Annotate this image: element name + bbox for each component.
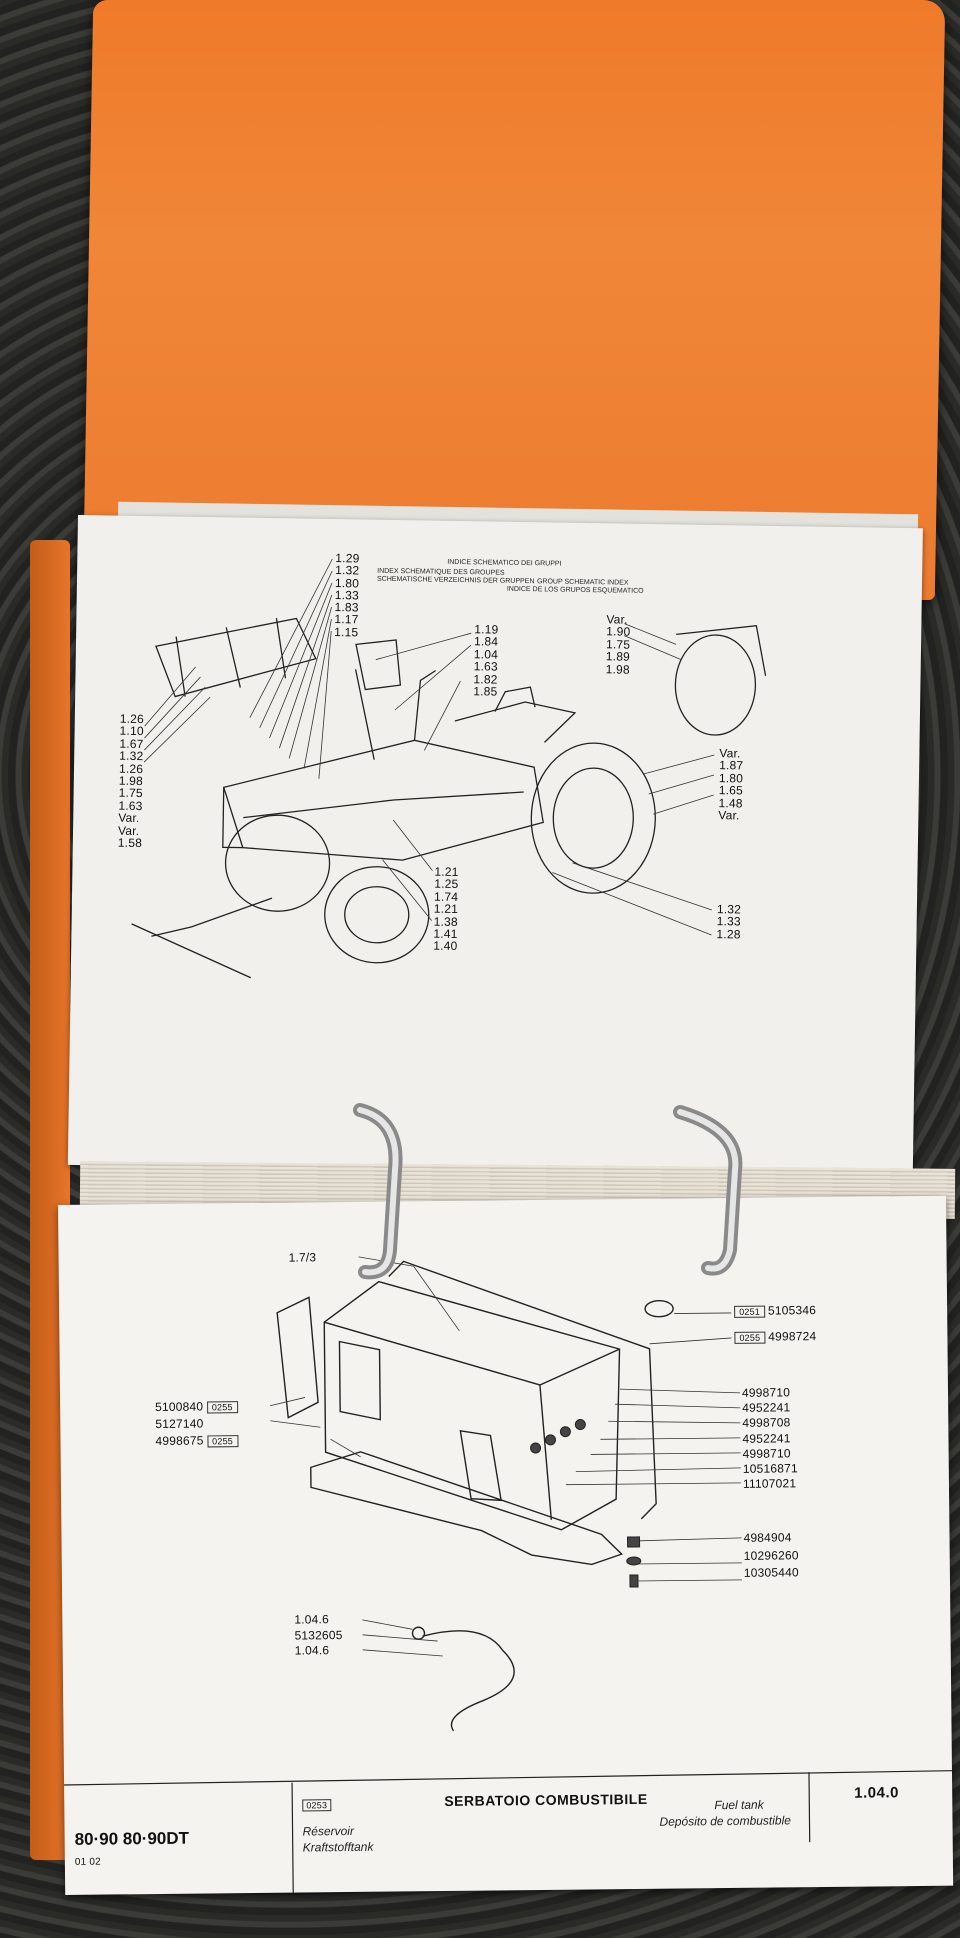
title-es: Depósito de combustible [659, 1813, 791, 1829]
model-numbers: 80·90 80·90DT [74, 1828, 190, 1849]
section-code: 0253 [302, 1799, 332, 1812]
part-4998675: 4998675 0255 [155, 1433, 241, 1448]
top-reference: 1.7/3 [288, 1250, 317, 1265]
revision-date: 01 02 [74, 1856, 101, 1868]
title-en: Fuel tank [714, 1797, 764, 1813]
part-5100840: 5100840 0255 [155, 1399, 241, 1414]
title-de: Kraftstofftank [302, 1839, 374, 1855]
group-number: 1.04.0 [854, 1784, 900, 1802]
title-fr: Réservoir [302, 1823, 355, 1839]
tractor-schematic-drawing [131, 558, 767, 979]
part-5127140: 5127140 [155, 1416, 204, 1431]
schematic-index-page: INDICE SCHEMATICO DEI GRUPPI INDEX SCHEM… [67, 515, 923, 1179]
section-title: SERBATOIO COMBUSTIBILE [444, 1790, 648, 1809]
fuel-tank-exploded-drawing [64, 1256, 952, 1893]
